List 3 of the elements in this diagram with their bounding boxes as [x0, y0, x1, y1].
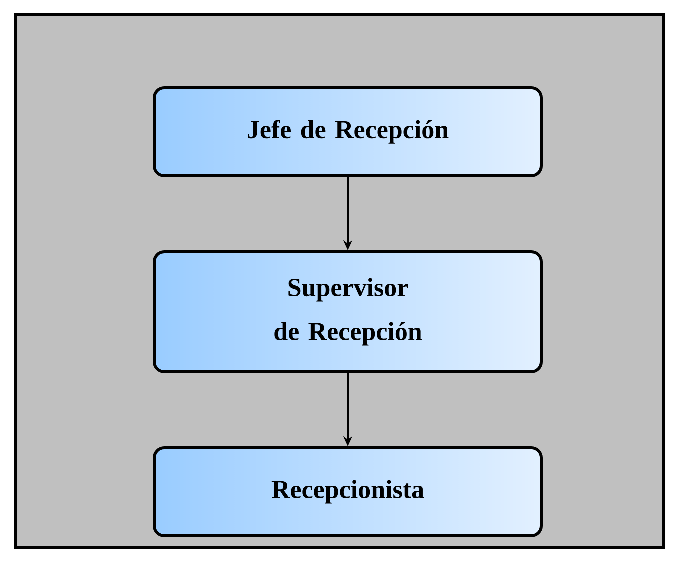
org-box: Jefe de Recepción: [153, 86, 543, 178]
org-box: Recepcionista: [153, 446, 543, 538]
org-box: Supervisor de Recepción: [153, 250, 543, 374]
